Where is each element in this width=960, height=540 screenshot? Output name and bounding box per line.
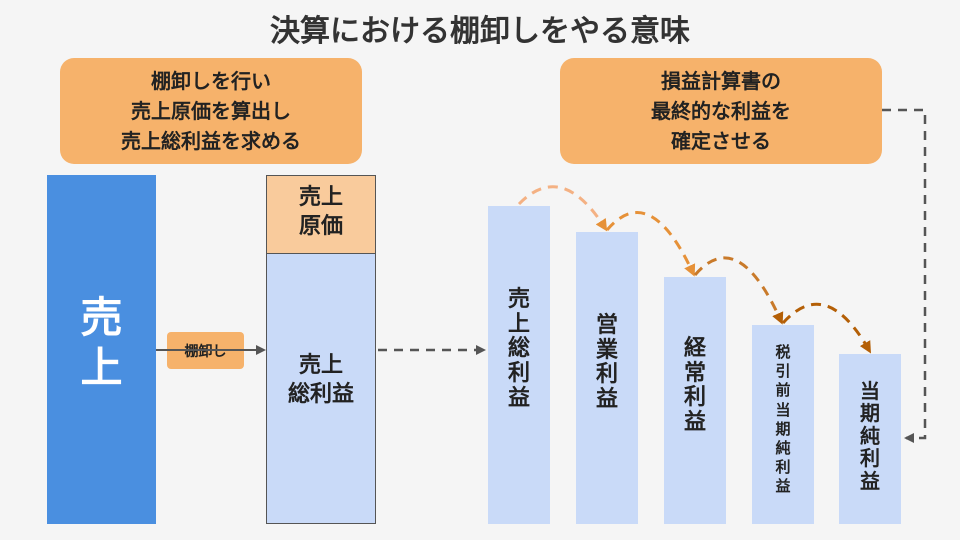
profit-bar-label: 売上総利益 <box>507 287 530 411</box>
profit-bar: 当期純利益 <box>839 354 901 524</box>
callout-left: 棚卸しを行い 売上原価を算出し 売上総利益を求める <box>60 58 362 164</box>
sales-column: 売上 <box>47 175 156 524</box>
gross-profit-label: 売上 総利益 <box>287 353 354 407</box>
page-title: 決算における棚卸しをやる意味 <box>270 14 690 49</box>
cogs-block: 売上 原価 <box>266 175 376 254</box>
sales-label: 売上 <box>80 293 123 393</box>
cogs-label: 売上 原価 <box>298 185 343 239</box>
profit-bar: 税引前当期純利益 <box>752 325 814 524</box>
profit-bar: 営業利益 <box>576 232 638 524</box>
profit-bar-label: 営業利益 <box>595 313 618 412</box>
profit-bar-label: 当期純利益 <box>860 379 880 493</box>
tanaoroshi-tag: 棚卸し <box>167 332 244 369</box>
profit-bar-label: 税引前当期純利益 <box>775 343 791 496</box>
profit-bar-label: 経常利益 <box>683 336 706 435</box>
profit-bar: 経常利益 <box>664 277 726 524</box>
gross-profit-block: 売上 総利益 <box>266 253 376 524</box>
profit-bar: 売上総利益 <box>488 206 550 524</box>
callout-right: 損益計算書の 最終的な利益を 確定させる <box>560 58 882 164</box>
